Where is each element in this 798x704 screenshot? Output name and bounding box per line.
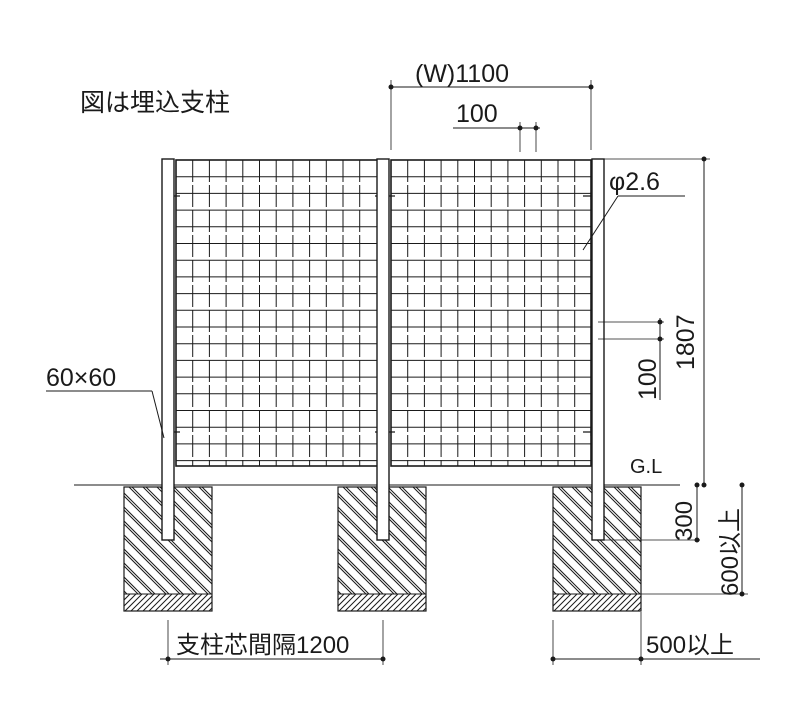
post-right	[591, 158, 605, 541]
width-label: (W)1100	[415, 60, 509, 88]
mesh-panel-right	[391, 160, 591, 466]
depth-dimensions: 300 600以上	[604, 482, 748, 597]
mesh-pitch-top-dimension: 100	[453, 100, 540, 152]
post-left	[161, 158, 175, 541]
ground-line-label: G.L	[630, 456, 662, 478]
mesh-pitch-side-dimension: 100	[598, 318, 664, 400]
foundation-width-label: 500以上	[646, 632, 734, 659]
post-spacing-dimension: 支柱芯間隔1200	[160, 620, 386, 665]
foundation-right	[552, 486, 642, 612]
mesh-pitch-top-label: 100	[456, 100, 498, 128]
post-size-callout: 60×60	[46, 364, 165, 439]
post-spacing-label: 支柱芯間隔1200	[176, 632, 349, 659]
panel-frame-left	[175, 159, 379, 467]
caption: 図は埋込支柱	[80, 89, 230, 117]
post-center	[376, 158, 390, 541]
wire-diameter-label: φ2.6	[609, 168, 660, 196]
post-size-label: 60×60	[46, 364, 116, 392]
height-dimension: 1807	[598, 156, 710, 488]
foundation-width-dimension: 500以上	[550, 612, 760, 665]
mesh-panel-left	[176, 160, 378, 466]
panel-frame-right	[390, 159, 592, 467]
wire-diameter-callout: φ2.6	[582, 168, 685, 251]
foundation-depth-label: 600以上	[717, 508, 744, 596]
mesh-pitch-side-label: 100	[634, 358, 662, 400]
embed-depth-label: 300	[671, 501, 698, 541]
width-dimension: (W)1100	[388, 60, 594, 150]
height-label: 1807	[672, 314, 700, 370]
